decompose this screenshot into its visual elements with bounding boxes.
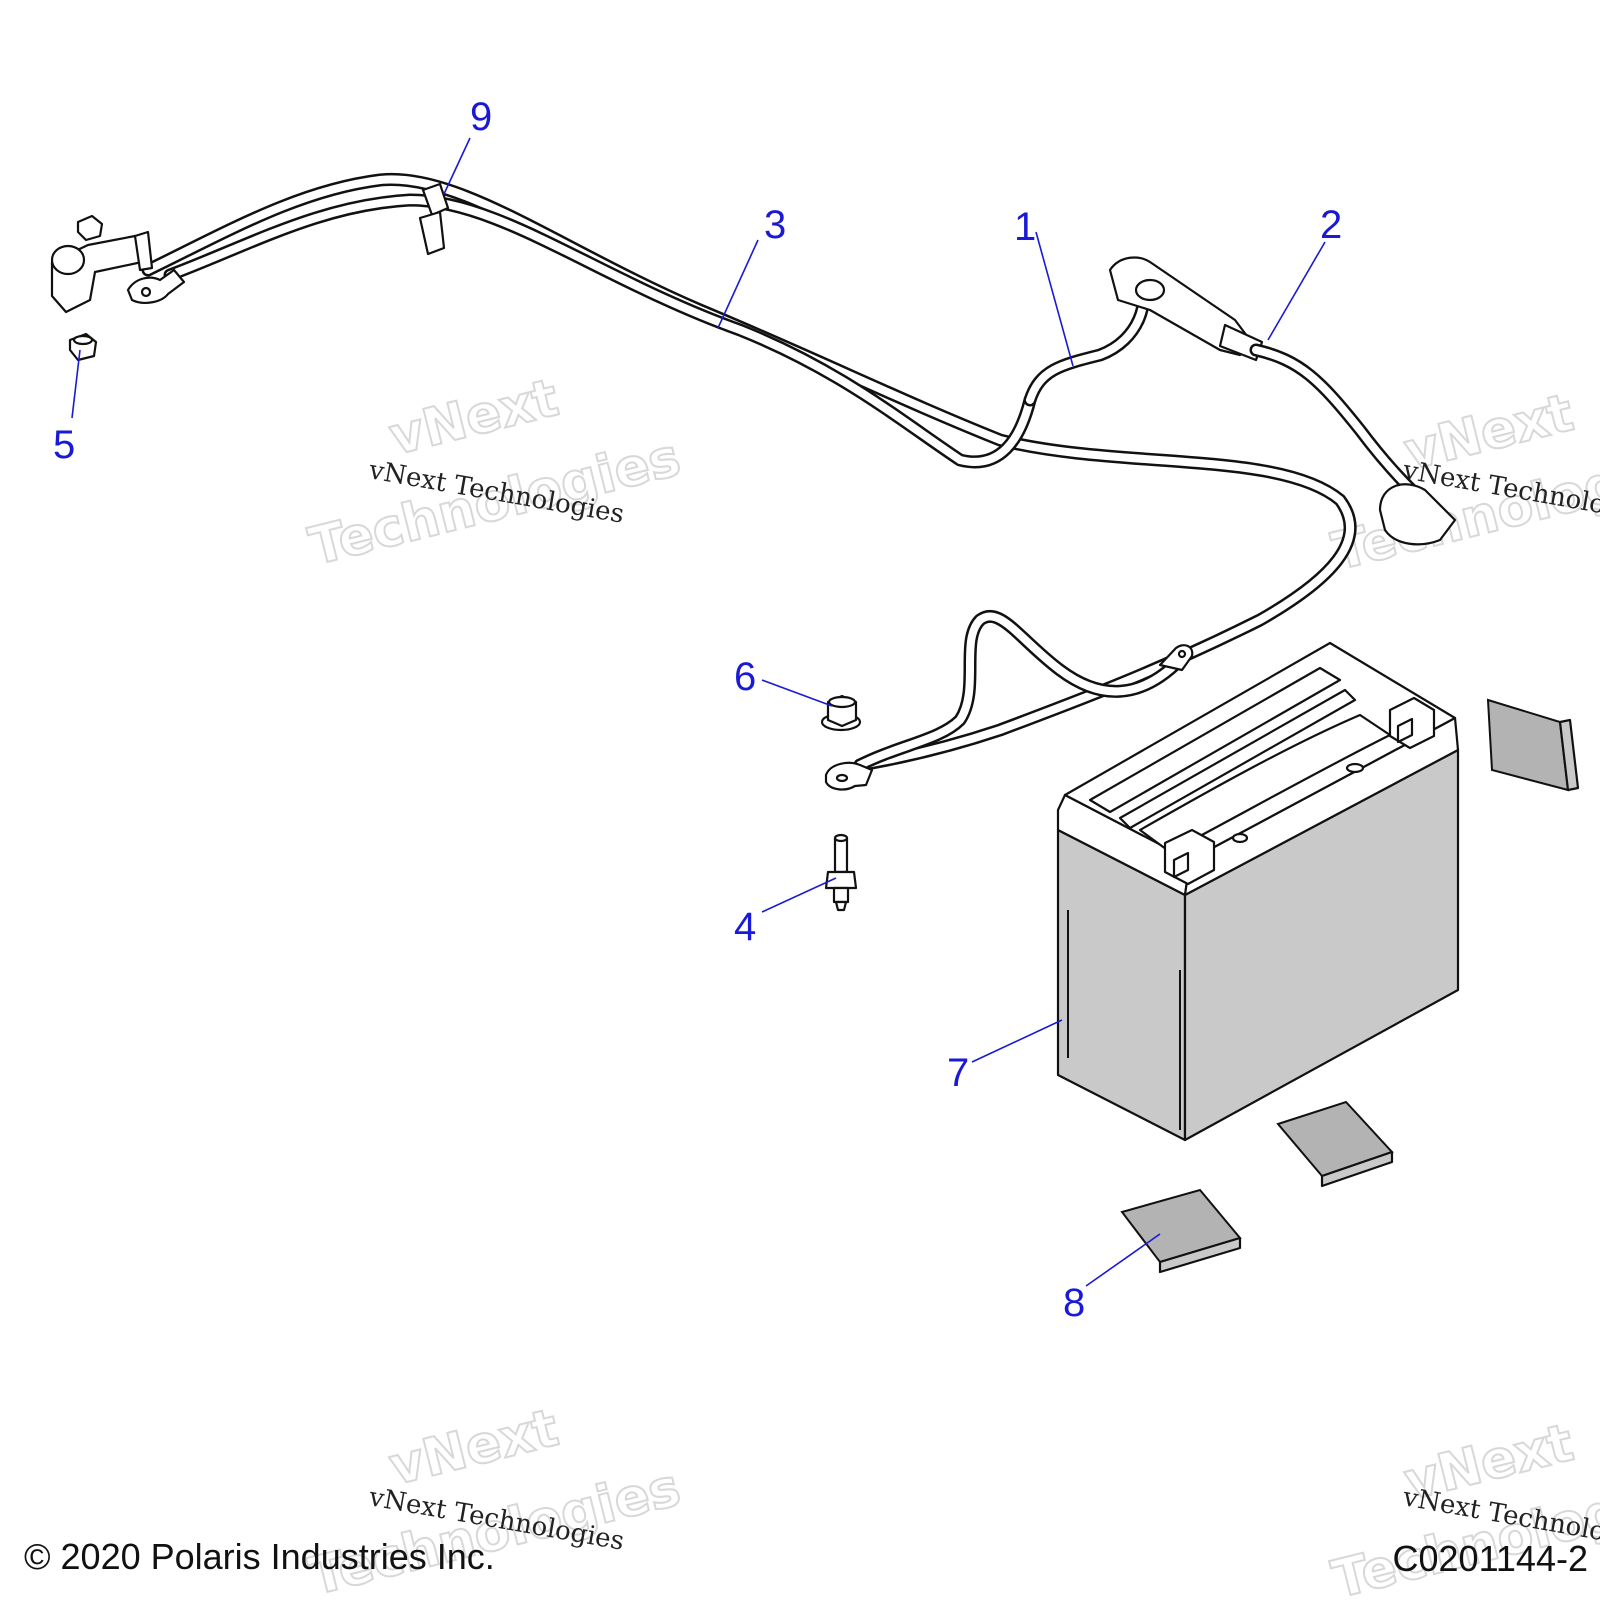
copyright-notice: © 2020 Polaris Industries Inc. bbox=[24, 1536, 495, 1577]
callout-9: 9 bbox=[470, 95, 492, 139]
drawing-number: C0201144-2 bbox=[1392, 1538, 1589, 1579]
callout-4: 4 bbox=[734, 905, 756, 949]
callout-5: 5 bbox=[53, 423, 75, 467]
battery-terminal-boot-left bbox=[50, 230, 186, 314]
callout-7: 7 bbox=[947, 1051, 969, 1095]
watermark-brand-1: vNext bbox=[384, 1398, 565, 1498]
leader-lines bbox=[71, 137, 1326, 1287]
flange-nut-part-6 bbox=[820, 694, 862, 732]
callout-6: 6 bbox=[734, 655, 756, 699]
callout-2: 2 bbox=[1320, 203, 1342, 247]
watermark-top-left: vNext Technologies vNext Technologies bbox=[303, 367, 687, 579]
callout-3: 3 bbox=[764, 203, 786, 247]
positive-cable-part-2 bbox=[1108, 256, 1457, 546]
callouts: 1 2 3 4 5 6 7 8 9 bbox=[53, 95, 1342, 1325]
cable-harness-part-3 bbox=[141, 172, 1357, 772]
stud-bolt-part-4 bbox=[824, 833, 858, 912]
watermark-brand-1: vNext bbox=[384, 368, 565, 468]
nut-part-5 bbox=[68, 214, 104, 362]
battery-part-7 bbox=[1056, 641, 1460, 1142]
callout-1: 1 bbox=[1014, 205, 1036, 249]
callout-8: 8 bbox=[1063, 1281, 1085, 1325]
watermark-top-right: vNext Technologies vNext Technologies bbox=[1326, 382, 1600, 584]
ground-cable bbox=[824, 609, 1194, 791]
cable-clamp-part-9 bbox=[418, 182, 450, 256]
pad-part-8 bbox=[1120, 698, 1580, 1274]
